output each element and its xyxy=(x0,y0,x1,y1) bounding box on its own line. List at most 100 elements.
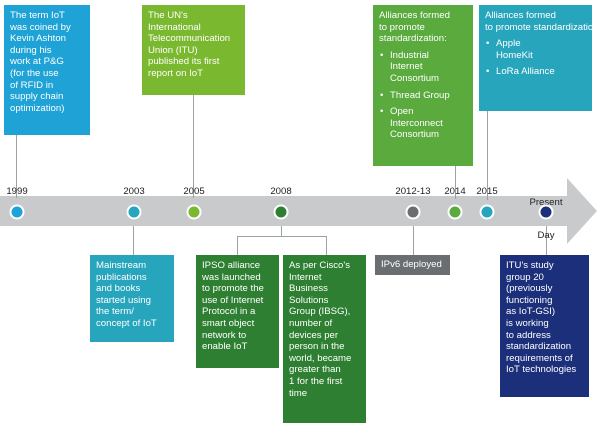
text-line: functioning xyxy=(506,294,553,306)
event-iot-coined: The term IoT was coined by Kevin Ashton … xyxy=(4,5,90,135)
text-line: of RFID in xyxy=(10,79,54,91)
text-line: devices per xyxy=(289,329,339,341)
text-line: as IoT-GSI) xyxy=(506,306,556,318)
text-line: (for the use xyxy=(10,67,59,79)
text-line: report on IoT xyxy=(148,67,203,79)
node-1999 xyxy=(9,204,25,220)
stem-2005 xyxy=(193,94,194,198)
text-line: (previously xyxy=(506,283,553,295)
text-line: Consortium xyxy=(390,72,440,84)
year-2015: 2015 xyxy=(476,186,498,197)
text-line: to promote xyxy=(379,21,425,33)
text-line: ITU's study xyxy=(506,260,554,271)
year-2005: 2005 xyxy=(183,186,205,197)
node-2003 xyxy=(126,204,142,220)
bullet-item: • LoRa Alliance xyxy=(485,66,586,78)
text-line: Internet xyxy=(390,61,423,73)
text-line: to promote standardization: xyxy=(485,21,600,33)
stem-1999 xyxy=(16,134,17,198)
text-line: Telecommunication xyxy=(148,33,231,45)
event-itu-study-group-20: ITU's study group 20 (previously functio… xyxy=(500,255,589,397)
event-ipso-alliance: IPSO alliance was launched to promote th… xyxy=(196,255,279,368)
text-line: IoT technologies xyxy=(506,364,577,376)
text-line: started using xyxy=(96,294,151,306)
text-line: to address xyxy=(506,329,551,341)
text-line: optimization) xyxy=(10,102,65,114)
event-cisco-ibsg: As per Cisco's Internet Business Solutio… xyxy=(283,255,366,423)
stem-present xyxy=(546,226,547,256)
text-line: time xyxy=(289,387,308,399)
text-line: Internet xyxy=(289,271,322,283)
stem-2012 xyxy=(413,226,414,256)
stem-2008-right xyxy=(326,236,327,256)
text-line: publications xyxy=(96,271,147,283)
stem-2008-join xyxy=(237,236,327,237)
text-line: As per Cisco's xyxy=(289,260,351,271)
text-line: Interconnect xyxy=(390,117,443,129)
text-line: Industrial xyxy=(390,49,429,61)
node-present xyxy=(538,204,554,220)
text-line: 1 for the first xyxy=(289,375,343,387)
text-line: Group (IBSG), xyxy=(289,306,351,318)
text-line: and books xyxy=(96,283,141,295)
bullet-item: • Apple HomeKit xyxy=(485,38,586,61)
text-line: is working xyxy=(506,317,549,329)
stem-2008-left xyxy=(237,236,238,256)
text-line: smart object xyxy=(202,317,255,329)
year-present-line-2: Day xyxy=(537,230,555,241)
text-line: standardization: xyxy=(379,33,447,45)
text-line: Thread Group xyxy=(390,89,450,101)
stem-2014 xyxy=(455,165,456,199)
text-line: The UN's xyxy=(148,10,188,21)
text-line: Business xyxy=(289,283,328,295)
stem-2008-node xyxy=(281,226,282,236)
node-2012-13 xyxy=(405,204,421,220)
year-present-line-1: Present xyxy=(529,197,563,208)
text-line: requirements of xyxy=(506,352,573,364)
text-line: published its first xyxy=(148,56,220,68)
text-line: was coined by xyxy=(10,21,71,33)
text-line: work at P&G xyxy=(10,56,64,68)
text-line: concept of IoT xyxy=(96,317,157,329)
node-2005 xyxy=(186,204,202,220)
text-line: supply chain xyxy=(10,91,64,103)
stem-2015 xyxy=(487,110,488,200)
text-line: Solutions xyxy=(289,294,329,306)
node-2015 xyxy=(479,204,495,220)
year-2014: 2014 xyxy=(444,186,466,197)
text-line: Apple xyxy=(496,38,521,50)
event-alliances-2014: Alliances formed to promote standardizat… xyxy=(373,5,473,166)
event-alliances-2015: Alliances formed to promote standardizat… xyxy=(479,5,600,111)
text-line: use of Internet xyxy=(202,294,264,306)
text-line: IPSO alliance xyxy=(202,260,261,271)
text-line: Open xyxy=(390,106,414,118)
bullet-item: • Thread Group xyxy=(379,90,467,102)
year-2012-13: 2012-13 xyxy=(395,186,431,197)
text-line: enable IoT xyxy=(202,341,248,353)
text-line: The term IoT xyxy=(10,10,65,21)
node-2014 xyxy=(447,204,463,220)
text-line: network to xyxy=(202,329,247,341)
text-line: was launched xyxy=(202,271,261,283)
text-line: standardization xyxy=(506,341,572,353)
stem-2003 xyxy=(133,226,134,256)
text-line: HomeKit xyxy=(496,49,533,61)
text-line: person in the xyxy=(289,341,345,353)
year-2008: 2008 xyxy=(270,186,292,197)
text-line: International xyxy=(148,21,201,33)
text-line: Consortium xyxy=(390,129,440,141)
text-line: LoRa Alliance xyxy=(496,66,555,78)
text-line: during his xyxy=(10,44,52,56)
year-2003: 2003 xyxy=(123,186,145,197)
text-line: Mainstream xyxy=(96,260,147,271)
text-line: Alliances formed xyxy=(485,10,556,21)
text-line: Kevin Ashton xyxy=(10,33,67,45)
event-mainstream: Mainstream publications and books starte… xyxy=(90,255,174,342)
text-line: number of xyxy=(289,317,333,329)
text-line: group 20 xyxy=(506,271,544,283)
bullet-item: • Open Interconnect Consortium xyxy=(379,106,467,141)
text-line: Protocol in a xyxy=(202,306,256,318)
year-present-day: Present Day xyxy=(529,175,562,252)
event-itu-report: The UN's International Telecommunication… xyxy=(142,5,245,95)
